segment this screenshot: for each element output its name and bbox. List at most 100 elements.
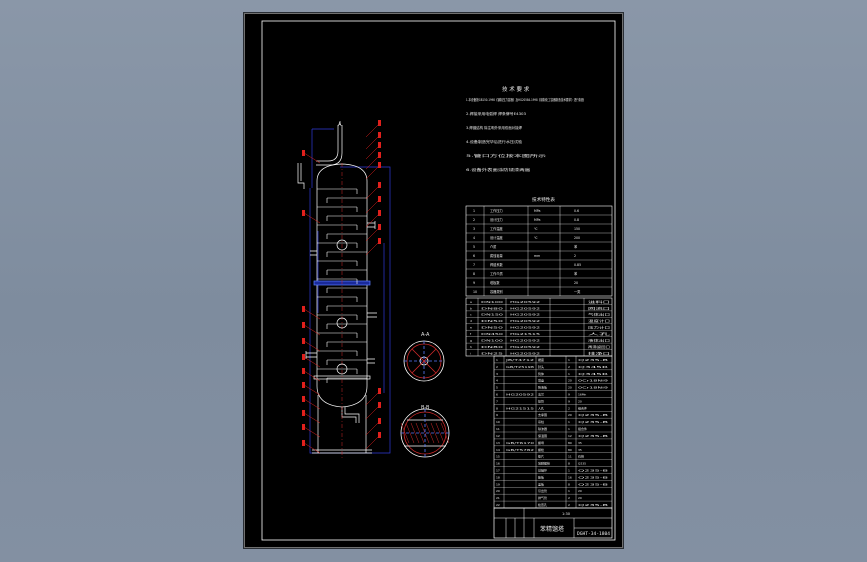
bom-name: 法兰 xyxy=(538,392,544,397)
balloon-tag xyxy=(378,402,381,408)
bom-material: Q235-B xyxy=(578,475,608,479)
leader-line xyxy=(365,184,381,200)
tray-line xyxy=(317,314,358,320)
bom-name: 螺母 xyxy=(538,440,544,445)
spec-row-value: 150 xyxy=(574,227,580,231)
leader-line xyxy=(303,442,321,454)
bom-name: 检查孔 xyxy=(538,502,547,507)
bom-qty: 1 xyxy=(568,469,570,473)
spec-row-name: 设计压力 xyxy=(490,217,503,222)
spec-row-unit: MPa xyxy=(534,218,541,222)
leader-line xyxy=(303,398,321,410)
tech-line-3: 3.焊缝结构 除注明外采用双面对接焊 xyxy=(466,125,522,130)
bom-qty: 1 xyxy=(568,420,570,424)
bom-name: 筒体 xyxy=(538,371,544,376)
bom-no: 17 xyxy=(496,469,500,473)
spec-row-value: 一类 xyxy=(574,289,581,294)
nozzle-mark: e xyxy=(470,326,472,330)
leader-line xyxy=(303,340,321,352)
bom-qty: 20 xyxy=(568,379,572,383)
leader-line xyxy=(303,412,321,424)
sheet-outer-border xyxy=(244,13,623,548)
bom-name: 螺栓 xyxy=(538,447,544,452)
nozzle-purpose: 再沸返回口 xyxy=(588,344,610,349)
nozzle-purpose: 气体出口 xyxy=(588,312,610,317)
nozzle-mark: a xyxy=(470,300,472,304)
leader-line xyxy=(365,134,381,150)
balloon-tag xyxy=(302,338,305,344)
bom-qty: 9 xyxy=(568,399,570,403)
bom-no: 8 xyxy=(496,406,498,410)
bom-material: Q235-B xyxy=(578,420,608,424)
spec-table-title: 技术特性表 xyxy=(532,196,555,203)
bom-qty: 80 xyxy=(568,441,572,445)
spec-row-name: 设计温度 xyxy=(490,235,504,240)
bom-material: 35 xyxy=(578,441,582,445)
bom-no: 13 xyxy=(496,441,500,445)
tray-line xyxy=(317,296,358,302)
leader-line xyxy=(365,122,381,138)
tray-line xyxy=(317,278,358,284)
leader-line xyxy=(365,164,381,180)
bom-name: 降液板 xyxy=(538,385,547,390)
bom-material: 石棉 xyxy=(578,454,584,459)
section-view-b: B-B xyxy=(400,405,450,458)
bom-name: 地脚螺栓 xyxy=(538,461,550,466)
nozzle-standard: HG20592 xyxy=(510,306,540,310)
bom-qty: 2 xyxy=(568,365,570,369)
balloon-leaders xyxy=(302,120,381,454)
spec-row-value: 0.85 xyxy=(574,263,581,267)
bom-qty: 8 xyxy=(568,462,570,466)
spec-row-unit: MPa xyxy=(534,209,541,213)
bom-qty: 9 xyxy=(568,393,570,397)
leader-line xyxy=(303,152,321,164)
bom-material: 16Mn xyxy=(578,393,586,397)
tray-line xyxy=(317,242,358,248)
bom-no: 9 xyxy=(496,413,498,417)
balloon-tag xyxy=(378,432,381,438)
drawing-sheet: A A-A B-B 技 术 要 求 1.本设备按GB150-1998《钢制压力容… xyxy=(244,13,623,548)
bom-qty: 2 xyxy=(568,496,570,500)
leader-line xyxy=(365,226,381,242)
hatch-line xyxy=(425,422,435,444)
title-block-scale: 1:30 xyxy=(562,512,571,516)
bom-material: Q235-B xyxy=(578,413,608,417)
nozzle-purpose: 排净口 xyxy=(588,350,610,355)
spec-row-no: 8 xyxy=(473,272,475,276)
leader-line xyxy=(303,426,321,438)
bom-no: 15 xyxy=(496,455,500,459)
balloon-tag xyxy=(378,142,381,148)
balloon-tag xyxy=(378,152,381,158)
top-pipe xyxy=(316,121,343,166)
bom-material: 35 xyxy=(578,448,582,452)
bom-qty: 1 xyxy=(568,489,570,493)
hatch-line xyxy=(400,422,410,444)
bom-no: 22 xyxy=(496,503,500,507)
leader-line xyxy=(365,212,381,228)
nozzle-size: DN450 xyxy=(481,332,503,336)
bom-no: 5 xyxy=(496,386,498,390)
spec-row-no: 9 xyxy=(473,281,475,285)
tray-line xyxy=(326,269,367,275)
nozzle-size: DN150 xyxy=(481,313,503,317)
nozzle-standard: HG20592 xyxy=(510,326,540,330)
tray-line xyxy=(326,359,367,365)
nozzle-purpose: 人孔 xyxy=(588,331,610,336)
left-pipe xyxy=(297,163,305,189)
tray-line xyxy=(326,197,367,203)
bom-material: Q235-B xyxy=(578,503,608,507)
nozzle-mark: g xyxy=(470,339,472,343)
bom-name: 除沫器 xyxy=(538,426,547,431)
bom-material: 组合件 xyxy=(578,405,587,410)
manholes xyxy=(336,239,348,375)
nozzle-size: DN100 xyxy=(481,339,503,343)
balloon-tag xyxy=(378,120,381,126)
bom-material: Q235 xyxy=(578,462,586,466)
manhole-upper xyxy=(336,239,348,251)
bom-qty: 12 xyxy=(568,434,572,438)
tray-line xyxy=(326,233,367,239)
bom-code: GB/T5782 xyxy=(506,448,534,452)
leader-line xyxy=(303,384,321,396)
nozzle-mark: c xyxy=(470,313,472,317)
bom-no: 20 xyxy=(496,489,500,493)
